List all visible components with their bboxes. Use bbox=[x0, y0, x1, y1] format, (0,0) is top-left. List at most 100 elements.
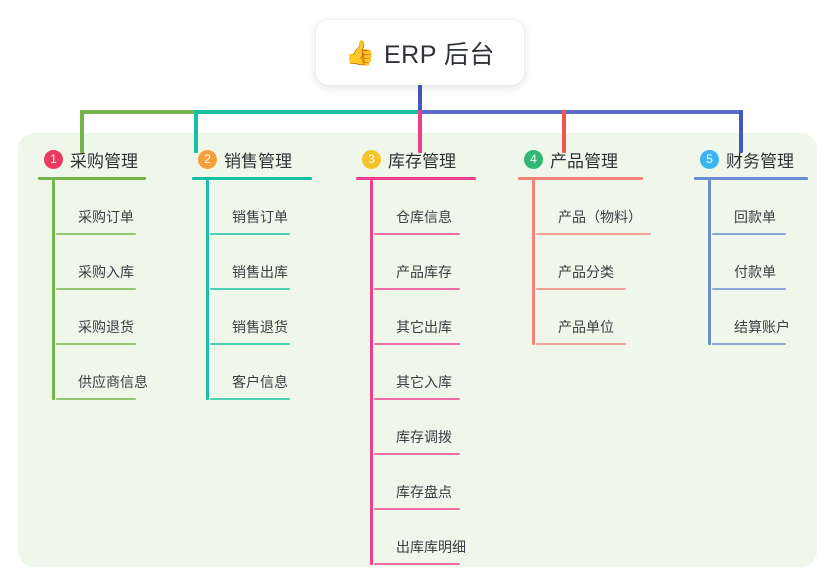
branch-item-rule bbox=[712, 343, 786, 345]
branch-title-4: 产品管理 bbox=[550, 151, 618, 171]
branch-header-rule-1 bbox=[38, 177, 146, 180]
branch-item[interactable]: 产品单位 bbox=[536, 290, 643, 345]
branch-item-rule bbox=[536, 343, 626, 345]
branch-item-label: 产品库存 bbox=[396, 264, 452, 280]
branch-spine-1 bbox=[52, 180, 55, 400]
branch-item-label: 出库库明细 bbox=[396, 539, 466, 555]
branch-item-rule bbox=[374, 398, 460, 400]
branch-item[interactable]: 客户信息 bbox=[210, 345, 312, 400]
branch-item-rule bbox=[56, 343, 136, 345]
branch-item-rule bbox=[374, 343, 460, 345]
branch-item[interactable]: 销售退货 bbox=[210, 290, 312, 345]
connector-drop-3 bbox=[418, 110, 422, 153]
branch-item-label: 回款单 bbox=[734, 209, 776, 225]
branch-header-rule-4 bbox=[518, 177, 643, 180]
branch-item[interactable]: 销售订单 bbox=[210, 180, 312, 235]
branch-column-4: 4 产品管理产品（物料） 产品分类产品单位 bbox=[518, 147, 651, 345]
branch-header-1[interactable]: 1 采购管理 bbox=[38, 147, 146, 171]
root-title-card[interactable]: 👍 ERP 后台 bbox=[316, 20, 524, 85]
branch-header-4[interactable]: 4 产品管理 bbox=[518, 147, 643, 171]
branch-badge-5: 5 bbox=[700, 149, 719, 169]
branch-item-label: 采购退货 bbox=[78, 319, 134, 335]
branch-items-2: 销售订单销售出库销售退货客户信息 bbox=[192, 180, 312, 400]
branch-item[interactable]: 出库库明细 bbox=[374, 510, 476, 565]
branch-item[interactable]: 产品分类 bbox=[536, 235, 643, 290]
branch-item-rule bbox=[374, 233, 460, 235]
branch-item-rule bbox=[56, 233, 136, 235]
connector-drop-2 bbox=[194, 110, 198, 153]
branch-items-4: 产品（物料） 产品分类产品单位 bbox=[518, 180, 651, 345]
branch-header-2[interactable]: 2 销售管理 bbox=[192, 147, 312, 171]
branch-item-label: 其它入库 bbox=[396, 374, 452, 390]
branch-item-label: 销售订单 bbox=[232, 209, 288, 225]
branch-badge-2: 2 bbox=[198, 149, 217, 169]
branch-item-rule bbox=[210, 398, 290, 400]
branch-item[interactable]: 库存调拨 bbox=[374, 400, 476, 455]
branch-item-rule bbox=[712, 233, 786, 235]
branch-spine-4 bbox=[532, 180, 535, 345]
branch-item[interactable]: 仓库信息 bbox=[374, 180, 476, 235]
branch-item-label: 供应商信息 bbox=[78, 374, 148, 390]
trunk-connector bbox=[418, 85, 422, 112]
branch-item-label: 销售退货 bbox=[232, 319, 288, 335]
branch-item-label: 产品单位 bbox=[558, 319, 614, 335]
branch-item[interactable]: 结算账户 bbox=[712, 290, 808, 345]
branch-items-5: 回款单付款单结算账户 bbox=[694, 180, 808, 345]
connector-drop-5 bbox=[739, 110, 743, 153]
branch-item[interactable]: 供应商信息 bbox=[56, 345, 148, 400]
branch-item-label: 客户信息 bbox=[232, 374, 288, 390]
branch-item-label: 销售出库 bbox=[232, 264, 288, 280]
branch-item[interactable]: 库存盘点 bbox=[374, 455, 476, 510]
branch-item-label: 仓库信息 bbox=[396, 209, 452, 225]
branch-item-rule bbox=[536, 288, 626, 290]
connector-bar-teal bbox=[194, 110, 420, 114]
branch-item[interactable]: 其它出库 bbox=[374, 290, 476, 345]
root-title-inner: 👍 ERP 后台 bbox=[345, 35, 495, 71]
connector-bar-blue bbox=[418, 110, 743, 114]
branch-header-rule-2 bbox=[192, 177, 312, 180]
branch-badge-3: 3 bbox=[362, 149, 381, 169]
branch-item-rule bbox=[536, 233, 651, 235]
connector-bar-green bbox=[80, 110, 195, 114]
branch-title-1: 采购管理 bbox=[70, 151, 138, 171]
branch-title-2: 销售管理 bbox=[224, 151, 292, 171]
branch-item-rule bbox=[374, 453, 460, 455]
branch-items-1: 采购订单采购入库采购退货供应商信息 bbox=[38, 180, 148, 400]
branch-item[interactable]: 付款单 bbox=[712, 235, 808, 290]
connector-drop-4 bbox=[562, 110, 566, 153]
branch-title-5: 财务管理 bbox=[726, 151, 794, 171]
branch-item[interactable]: 采购入库 bbox=[56, 235, 146, 290]
branch-item-rule bbox=[210, 233, 290, 235]
branch-column-1: 1 采购管理采购订单采购入库采购退货供应商信息 bbox=[38, 147, 148, 400]
connector-drop-1 bbox=[80, 110, 84, 153]
branch-badge-4: 4 bbox=[524, 149, 543, 169]
branch-item-rule bbox=[712, 288, 786, 290]
branch-item[interactable]: 销售出库 bbox=[210, 235, 312, 290]
branch-item-rule bbox=[56, 398, 136, 400]
branch-item[interactable]: 采购退货 bbox=[56, 290, 146, 345]
branch-item[interactable]: 回款单 bbox=[712, 180, 808, 235]
branch-header-rule-3 bbox=[356, 177, 476, 180]
branch-badge-1: 1 bbox=[44, 149, 63, 169]
branch-item[interactable]: 采购订单 bbox=[56, 180, 146, 235]
branch-item[interactable]: 产品（物料） bbox=[536, 180, 651, 235]
branch-item-rule bbox=[374, 508, 460, 510]
branch-spine-3 bbox=[370, 180, 373, 565]
content-panel bbox=[18, 133, 817, 567]
branch-item-rule bbox=[210, 288, 290, 290]
branch-item-label: 其它出库 bbox=[396, 319, 452, 335]
branch-item[interactable]: 其它入库 bbox=[374, 345, 476, 400]
branch-item-label: 库存盘点 bbox=[396, 484, 452, 500]
branch-item[interactable]: 产品库存 bbox=[374, 235, 476, 290]
branch-item-label: 结算账户 bbox=[734, 319, 790, 335]
branch-column-2: 2 销售管理销售订单销售出库销售退货客户信息 bbox=[192, 147, 312, 400]
branch-item-rule bbox=[56, 288, 136, 290]
branch-item-label: 产品分类 bbox=[558, 264, 614, 280]
branch-header-5[interactable]: 5 财务管理 bbox=[694, 147, 808, 171]
branch-item-label: 采购入库 bbox=[78, 264, 134, 280]
branch-header-rule-5 bbox=[694, 177, 808, 180]
thumbs-up-icon: 👍 bbox=[345, 38, 375, 67]
